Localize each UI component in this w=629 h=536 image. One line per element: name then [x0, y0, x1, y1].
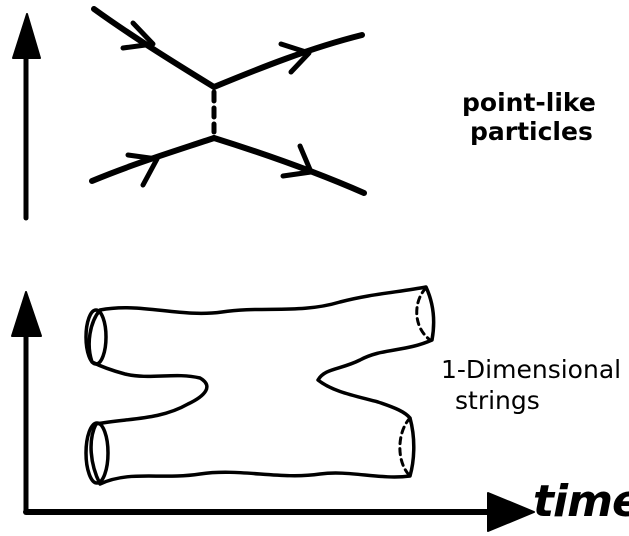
lower-outgoing-arrow-icon: [280, 143, 314, 179]
string-lower-right-end: [398, 416, 412, 478]
lower-outgoing-worldline: [211, 135, 367, 196]
string-panel-axis-arrowhead: [11, 291, 42, 337]
lower-incoming-arrow-icon: [125, 152, 160, 188]
string-worldsheet-outline: [87, 285, 436, 486]
string-upper-left-end: [84, 308, 108, 366]
point-like-particles-label: point-like particles: [462, 90, 596, 148]
string-lower-left-end: [84, 421, 110, 485]
point-like-label-line: point-like: [462, 88, 596, 117]
string-upper-right-end: [415, 286, 432, 342]
upper-outgoing-arrow-icon: [278, 41, 312, 75]
strings-label-line: strings: [455, 386, 540, 415]
time-axis-label: time: [533, 476, 629, 527]
upper-incoming-worldline: [91, 6, 217, 90]
particle-panel: [12, 6, 367, 221]
particle-panel-axis-arrowhead: [12, 13, 41, 59]
upper-incoming-arrow-icon: [120, 20, 156, 51]
one-dimensional-label-line: 1-Dimensional: [441, 355, 622, 384]
particles-label-line: particles: [470, 117, 593, 146]
time-axis-arrowhead: [487, 492, 535, 532]
upper-outgoing-worldline: [211, 32, 365, 90]
one-dimensional-strings-label: 1-Dimensional strings: [441, 357, 621, 419]
string-panel: [11, 285, 535, 532]
